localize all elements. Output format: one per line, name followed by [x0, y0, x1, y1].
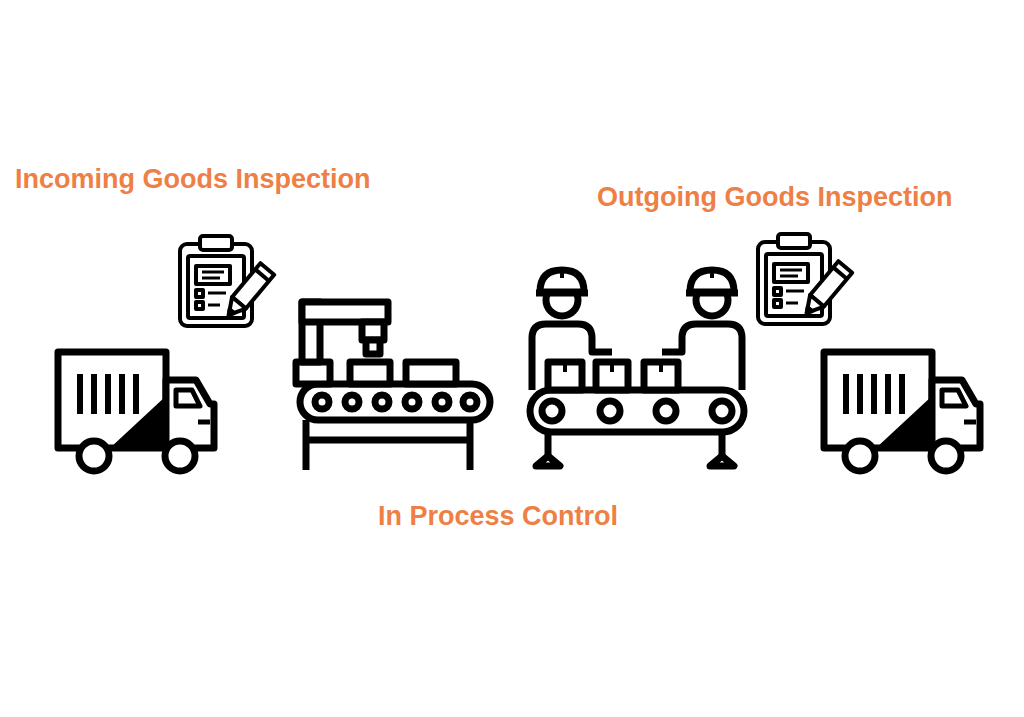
- stage-label: Outgoing Goods Inspection: [597, 181, 952, 215]
- stage-label: In Process Control: [378, 500, 618, 534]
- stage-label: Incoming Goods Inspection: [15, 163, 371, 197]
